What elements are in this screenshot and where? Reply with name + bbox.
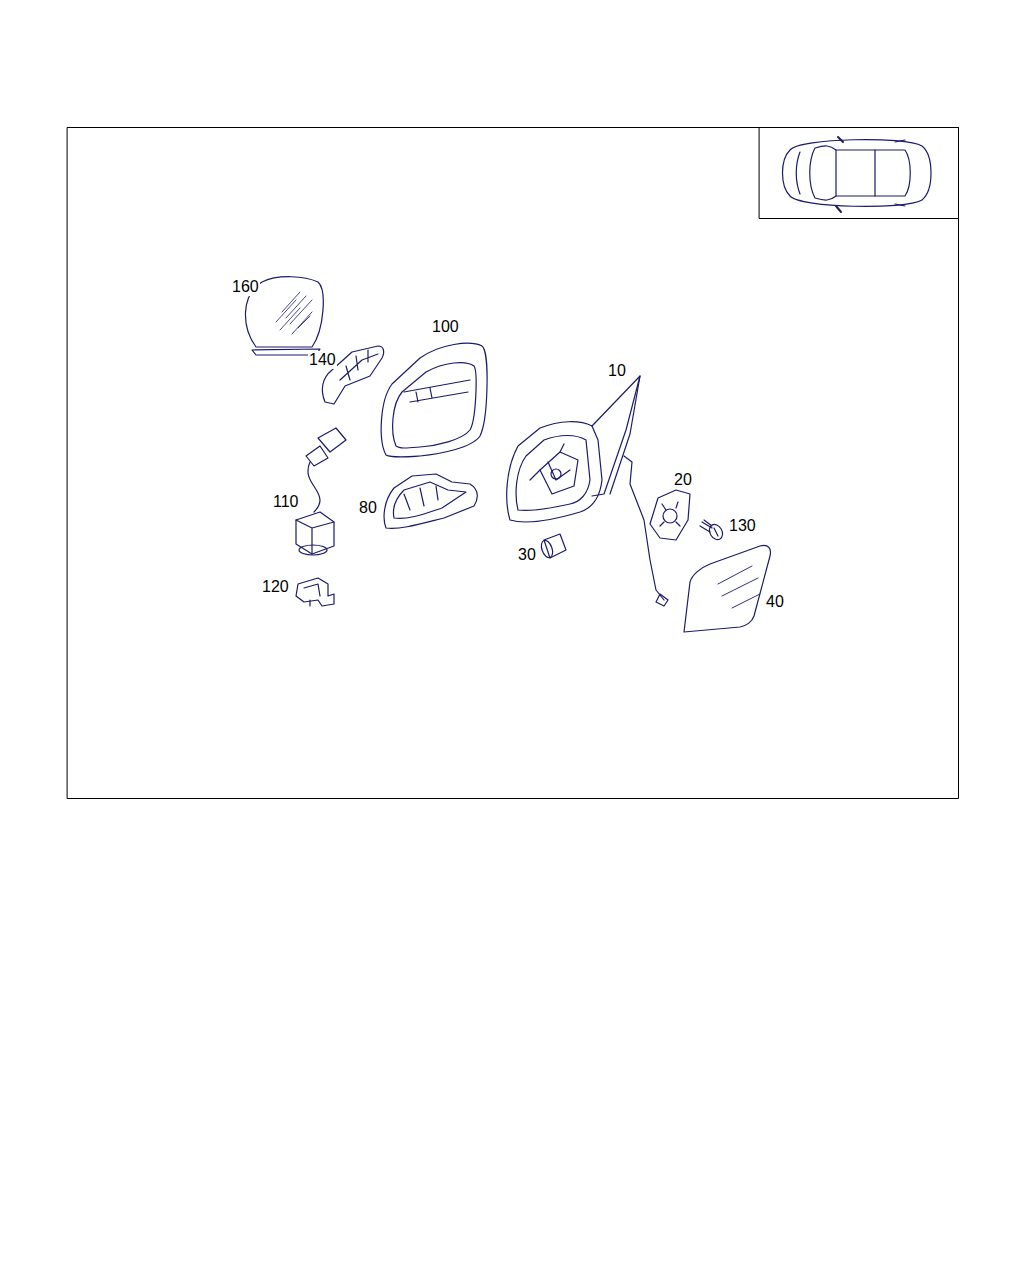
vehicle-locator (760, 128, 959, 219)
callout-number: 20 (673, 471, 693, 489)
screw (700, 520, 725, 542)
callout-number: 140 (308, 351, 337, 369)
adjustment-motor (650, 490, 690, 540)
lamp-bulb (539, 534, 566, 559)
callout-number: 40 (765, 593, 785, 611)
retaining-clip (296, 578, 334, 606)
mirror-housing (507, 376, 668, 606)
callout-number: 80 (358, 499, 378, 517)
callout-number: 110 (272, 493, 300, 511)
callout-number: 130 (728, 517, 757, 535)
mirror-glass (684, 545, 771, 632)
mirror-frame (381, 343, 487, 457)
drawing-frame (68, 128, 959, 799)
cable-assembly (296, 428, 346, 555)
callout-number: 120 (261, 578, 290, 596)
lower-cover (384, 474, 477, 528)
callout-number: 10 (607, 362, 627, 380)
callout-number: 160 (231, 278, 260, 296)
callout-number: 30 (517, 546, 537, 564)
callout-number: 100 (431, 318, 460, 336)
